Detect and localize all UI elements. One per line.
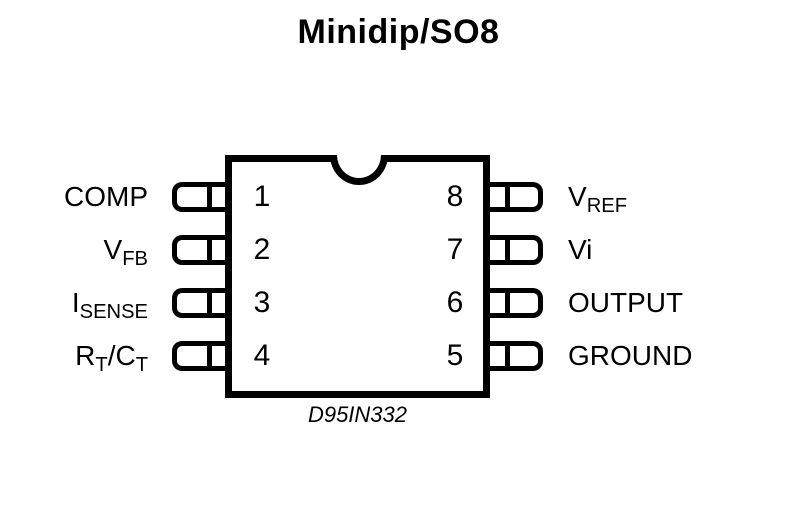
- pin-label-text: COMP: [64, 181, 148, 212]
- pin-number-1: 1: [253, 180, 271, 213]
- figure-title: Minidip/SO8: [297, 13, 500, 51]
- pin-number-4: 4: [253, 339, 271, 372]
- pin-divider: [505, 346, 510, 366]
- pin-label-vi: Vi: [568, 231, 783, 269]
- pin-label-vfb: VFB: [20, 231, 148, 269]
- pin-divider: [505, 293, 510, 313]
- pin-label-text: V: [103, 234, 123, 265]
- pin-divider: [207, 240, 212, 260]
- pin-label-subscript: T: [95, 353, 108, 376]
- pin-shape-4: [172, 341, 225, 371]
- pin-divider: [207, 187, 212, 207]
- pin-shape-2: [172, 235, 225, 265]
- pin-label-text: I: [71, 287, 80, 318]
- pin-label-subscript: SENSE: [79, 300, 148, 323]
- pin-number-6: 6: [446, 286, 464, 319]
- pin-label-text: R: [75, 340, 96, 371]
- pin-number-2: 2: [253, 233, 271, 266]
- pin-shape-7: [490, 235, 543, 265]
- pin-divider: [207, 293, 212, 313]
- pin-shape-5: [490, 341, 543, 371]
- pin-label-isense: ISENSE: [20, 284, 148, 322]
- pin-label-subscript: FB: [122, 247, 148, 270]
- pin-label-text: OUTPUT: [568, 287, 684, 318]
- pin-shape-3: [172, 288, 225, 318]
- pin-number-8: 8: [446, 180, 464, 213]
- pin-number-5: 5: [446, 339, 464, 372]
- pin-divider: [207, 346, 212, 366]
- pin-label-output: OUTPUT: [568, 284, 783, 322]
- pin-shape-6: [490, 288, 543, 318]
- pin-label-vref: VREF: [568, 178, 783, 216]
- pin-label-rtct: RT/CT: [20, 337, 148, 375]
- pin-label-text: V: [568, 181, 587, 212]
- pin-label-subscript: T: [135, 353, 148, 376]
- pin-shape-1: [172, 182, 225, 212]
- pin-shape-8: [490, 182, 543, 212]
- pin-label-text: Vi: [568, 234, 593, 265]
- figure-code: D95IN332: [307, 402, 408, 427]
- pin-divider: [505, 187, 510, 207]
- pin-label-ground: GROUND: [568, 337, 783, 375]
- pin-label-text: /C: [107, 340, 136, 371]
- pin-label-text: GROUND: [568, 340, 693, 371]
- pin-label-subscript: REF: [586, 194, 627, 217]
- pin-divider: [505, 240, 510, 260]
- pin-number-7: 7: [446, 233, 464, 266]
- pin-label-comp: COMP: [20, 178, 148, 216]
- pin-number-3: 3: [253, 286, 271, 319]
